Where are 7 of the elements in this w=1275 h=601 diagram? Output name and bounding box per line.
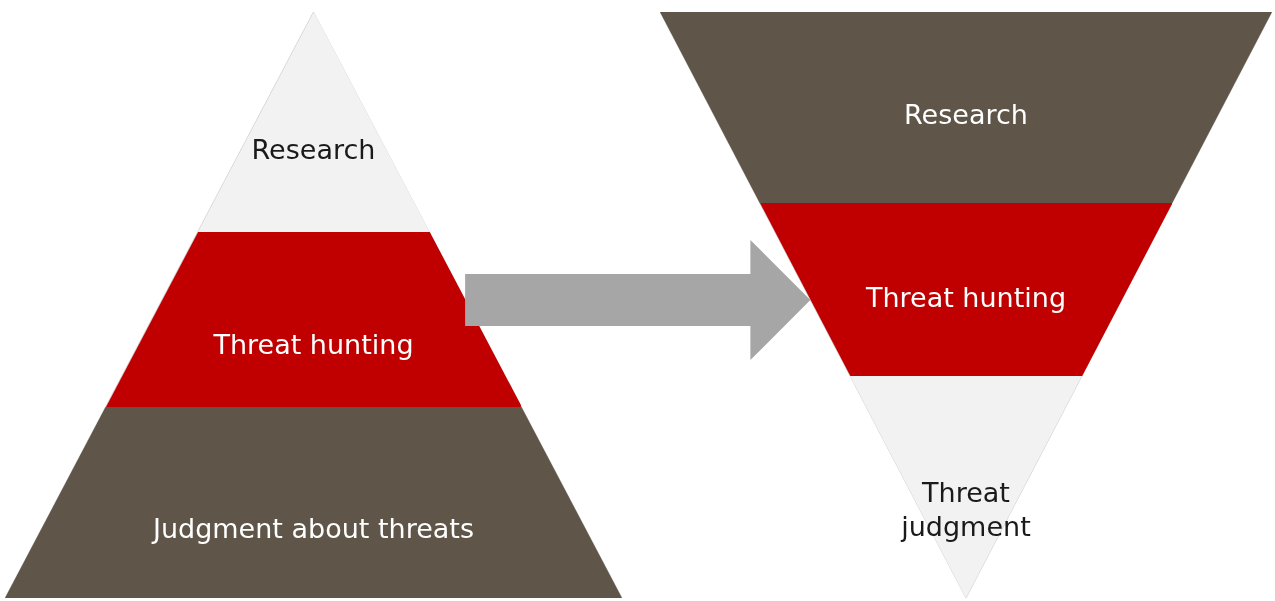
arrow: [465, 240, 811, 360]
tier-label: Threat hunting: [864, 280, 1068, 315]
tier-label: Judgment about threats: [150, 512, 475, 547]
tier-label: Threat hunting: [212, 328, 415, 363]
tier-label: Research: [250, 133, 377, 167]
tier-label: Research: [903, 97, 1029, 132]
tier-label: Threat judgment: [899, 475, 1032, 544]
